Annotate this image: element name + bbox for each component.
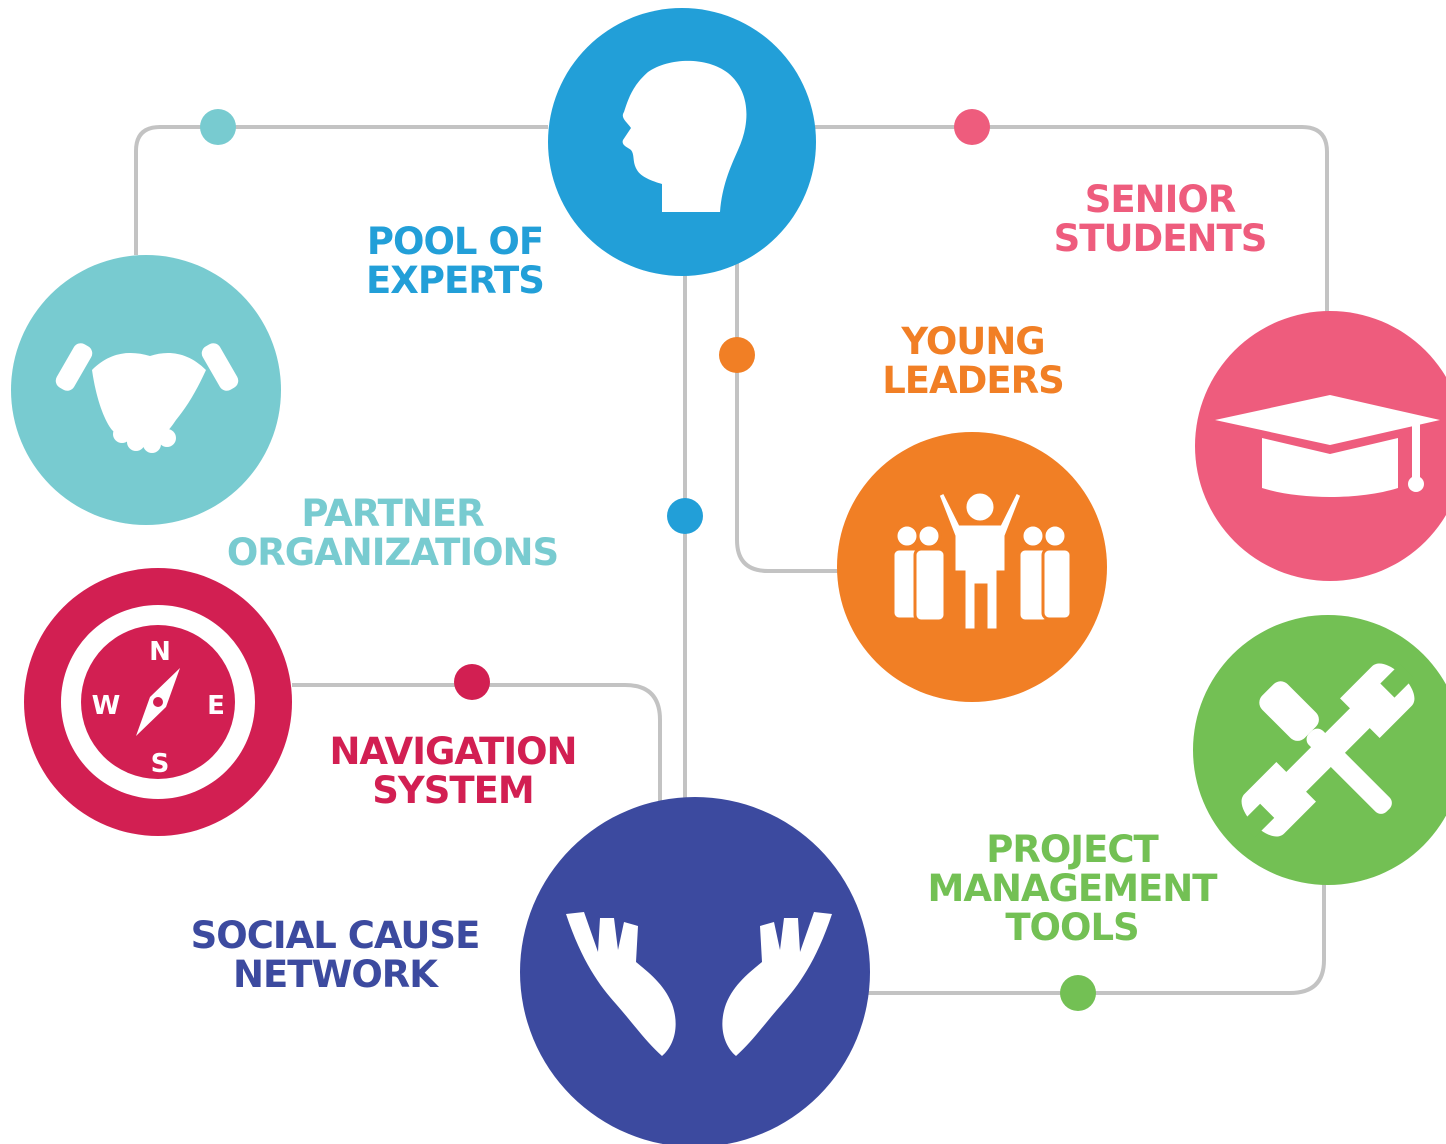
- senior-students-label-line-1: SENIOR: [1084, 178, 1237, 221]
- wrench-screwdriver-icon: [1240, 663, 1415, 838]
- open-hands-icon: [566, 912, 832, 1056]
- project-management-tools-label: PROJECT MANAGEMENT TOOLS: [912, 830, 1232, 947]
- senior-students-label-line-2: STUDENTS: [1053, 217, 1268, 260]
- compass-letter-n: N: [149, 637, 171, 667]
- project-management-tools-label-line-2: MANAGEMENT: [927, 867, 1218, 910]
- connector-social-to-project: [868, 880, 1326, 995]
- young-leaders-label-line-1: YOUNG: [901, 320, 1045, 363]
- node-navigation-system: N S W E: [24, 568, 292, 836]
- connector-dot-navigation: [454, 664, 490, 700]
- group-of-people-icon: [891, 489, 1073, 632]
- connector-dots: [200, 109, 1096, 1011]
- compass-letter-e: E: [207, 691, 225, 721]
- connector-nav-to-social: [292, 683, 662, 805]
- compass-letter-w: W: [92, 691, 121, 721]
- connector-dot-senior: [954, 109, 990, 145]
- partner-organizations-label-line-2: ORGANIZATIONS: [226, 531, 559, 574]
- senior-students-circle: [1195, 311, 1446, 581]
- connector-dot-partner: [200, 109, 236, 145]
- young-leaders-label: YOUNG LEADERS: [858, 322, 1088, 400]
- social-cause-network-label-line-2: NETWORK: [233, 953, 438, 996]
- compass-letter-s: S: [151, 749, 170, 779]
- node-partner-organizations: [11, 255, 281, 525]
- social-cause-network-label: SOCIAL CAUSE NETWORK: [175, 916, 495, 994]
- connector-pool-to-partner: [134, 125, 548, 255]
- navigation-system-label-line-1: NAVIGATION: [329, 730, 577, 773]
- social-cause-network-circle: [520, 797, 870, 1144]
- pool-of-experts-label: POOL OF EXPERTS: [340, 222, 570, 300]
- connector-pool-to-senior: [815, 125, 1329, 315]
- navigation-system-label: NAVIGATION SYSTEM: [318, 732, 588, 810]
- senior-students-label: SENIOR STUDENTS: [1030, 180, 1290, 258]
- pool-of-experts-label-line-2: EXPERTS: [366, 259, 545, 302]
- connector-lines: [134, 125, 1329, 995]
- pool-of-experts-label-line-1: POOL OF: [366, 220, 544, 263]
- node-young-leaders: [837, 432, 1107, 702]
- node-social-cause-network: [520, 797, 870, 1144]
- navigation-system-label-line-2: SYSTEM: [372, 769, 534, 812]
- connector-dot-project: [1060, 975, 1096, 1011]
- node-project-management-tools: [1193, 615, 1446, 885]
- node-pool-of-experts: [548, 8, 816, 276]
- handshake-icon: [55, 343, 239, 453]
- connector-pool-to-young: [735, 262, 842, 573]
- social-cause-network-label-line-1: SOCIAL CAUSE: [190, 914, 481, 957]
- project-management-tools-label-line-3: TOOLS: [1005, 906, 1139, 949]
- node-senior-students: [1195, 311, 1446, 581]
- partner-organizations-label: PARTNER ORGANIZATIONS: [205, 494, 580, 572]
- young-leaders-label-line-2: LEADERS: [882, 359, 1065, 402]
- connector-dot-young: [719, 337, 755, 373]
- connector-dot-social: [667, 498, 703, 534]
- head-icon: [622, 60, 747, 212]
- graduation-cap-icon: [1215, 395, 1440, 497]
- compass-pivot: [153, 697, 163, 707]
- project-management-tools-label-line-1: PROJECT: [986, 828, 1159, 871]
- partner-organizations-label-line-1: PARTNER: [301, 492, 484, 535]
